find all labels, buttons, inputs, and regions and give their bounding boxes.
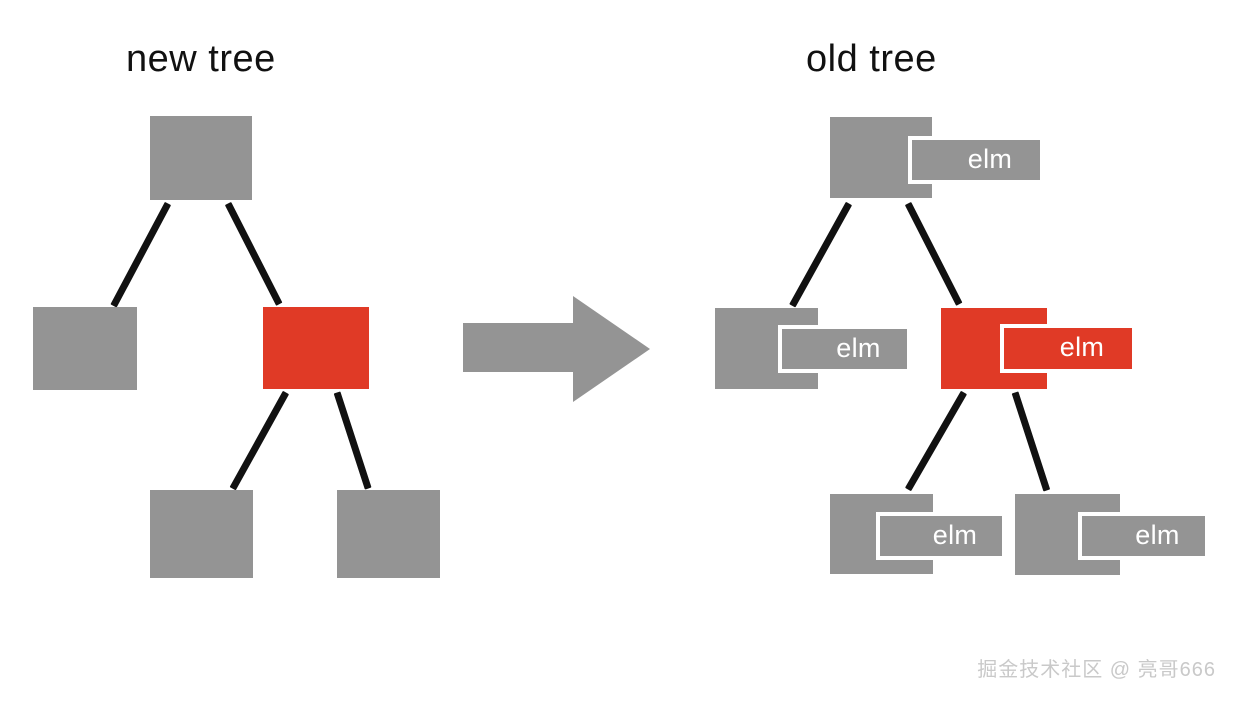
edge-old-child-right-to-leaf-left	[904, 390, 968, 492]
old-tree-title: old tree	[806, 38, 937, 80]
old-tree-badge-root-label: elm	[967, 143, 1013, 174]
old-tree-badge-root[interactable]: elm	[908, 136, 1044, 184]
old-tree-badge-leaf-left[interactable]: elm	[876, 512, 1006, 560]
right-arrow-icon	[463, 296, 650, 402]
new-tree-title: new tree	[126, 38, 276, 80]
new-tree-node-child-right[interactable]	[263, 307, 369, 389]
edge-old-root-to-child-left	[789, 201, 853, 308]
watermark: 掘金技术社区 @ 亮哥666	[977, 659, 1216, 681]
new-tree-node-child-left[interactable]	[33, 307, 137, 390]
edge-new-root-to-child-right	[224, 201, 283, 306]
edge-new-child-right-to-leaf-left	[229, 390, 290, 491]
edge-new-root-to-child-left	[110, 201, 172, 308]
new-tree-node-root[interactable]	[150, 116, 252, 200]
new-tree-node-leaf-left[interactable]	[150, 490, 253, 578]
old-tree-badge-child-left-label: elm	[836, 332, 881, 363]
old-tree-badge-leaf-right-label: elm	[1135, 519, 1180, 550]
old-tree-badge-leaf-left-label: elm	[932, 519, 978, 550]
old-tree-badge-child-right-label: elm	[1059, 332, 1105, 362]
old-tree-badge-child-right[interactable]: elm	[1000, 324, 1136, 373]
edge-old-root-to-child-right	[904, 201, 963, 306]
edge-old-child-right-to-leaf-right	[1011, 391, 1051, 492]
old-tree-badge-leaf-right[interactable]: elm	[1078, 512, 1209, 560]
edge-new-child-right-to-leaf-right	[333, 391, 372, 490]
old-tree-badge-child-left[interactable]: elm	[778, 325, 911, 373]
new-tree-node-leaf-right[interactable]	[337, 490, 440, 578]
